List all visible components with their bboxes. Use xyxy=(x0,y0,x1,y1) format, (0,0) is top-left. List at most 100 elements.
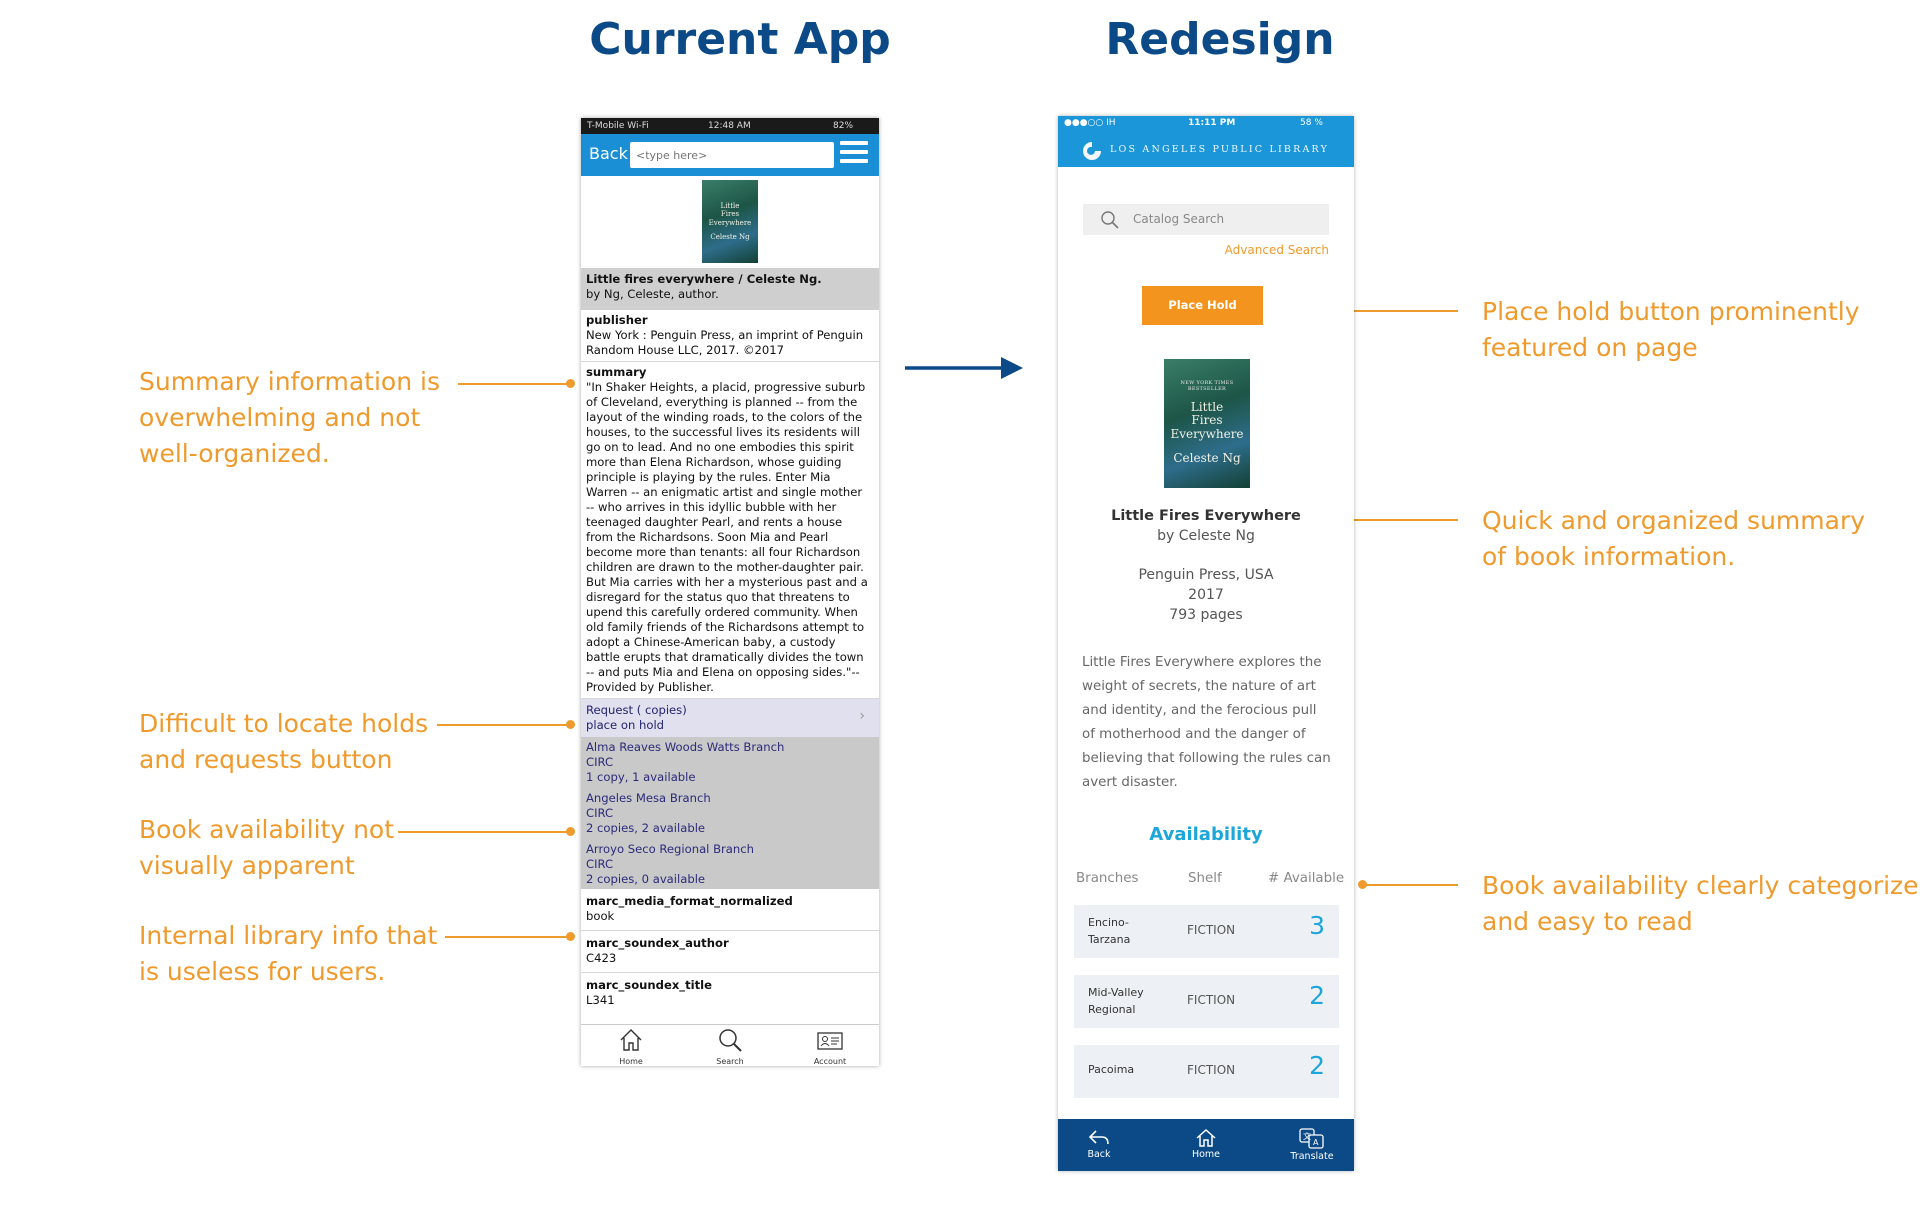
library-logo-icon xyxy=(1083,142,1101,160)
back-button[interactable]: Back xyxy=(589,144,628,163)
home-icon xyxy=(620,1029,642,1051)
availability-row[interactable]: Encino-Tarzana FICTION 3 xyxy=(1074,905,1339,958)
summary-line: of Cleveland, everything is planned -- f… xyxy=(586,395,858,409)
available-count: 3 xyxy=(1309,911,1325,940)
summary-line: Warren -- an enigmatic artist and single… xyxy=(586,485,863,499)
branch-availability: 2 copies, 0 available xyxy=(586,872,706,886)
column-header-available: # Available xyxy=(1268,871,1345,886)
summary-line: disregard for the status quo that threat… xyxy=(586,590,850,604)
footer-home-button[interactable]: Home xyxy=(1171,1128,1241,1160)
cover-text: Little xyxy=(720,202,740,211)
branch-name: Pacoima xyxy=(1088,1063,1135,1076)
leader-line xyxy=(445,936,567,938)
leader-dot xyxy=(566,827,575,836)
tab-account[interactable]: Account xyxy=(800,1027,860,1066)
home-icon xyxy=(1196,1128,1216,1147)
book-title: Little fires everywhere / Celeste Ng. xyxy=(586,272,822,286)
book-title: Little Fires Everywhere xyxy=(1111,508,1301,524)
tab-label: Account xyxy=(813,1057,847,1066)
column-header-shelf: Shelf xyxy=(1188,871,1222,886)
cover-text: Fires xyxy=(720,210,740,219)
leader-line xyxy=(458,383,567,385)
book-author: by Celeste Ng xyxy=(1157,528,1255,544)
publisher-text: New York : Penguin Press, an imprint of … xyxy=(586,328,864,342)
back-arrow-icon xyxy=(1088,1130,1109,1145)
leader-dot xyxy=(566,932,575,941)
leader-dot xyxy=(1358,880,1367,889)
carrier: T-Mobile Wi-Fi xyxy=(587,121,649,131)
summary-line: go on to lead. And no one embodies this … xyxy=(586,440,854,454)
chevron-right-icon: › xyxy=(859,708,865,724)
branch-name: Alma Reaves Woods Watts Branch xyxy=(586,740,785,754)
place-hold-button[interactable]: Place Hold xyxy=(1142,286,1263,325)
request-hold-button[interactable]: Request ( copies) place on hold › xyxy=(581,699,879,737)
availability-row[interactable]: Pacoima FICTION 2 xyxy=(1074,1045,1339,1098)
summary-line: adopt a Chinese-American baby, a custody xyxy=(586,635,836,649)
book-author: by Ng, Celeste, author. xyxy=(586,287,719,301)
translate-icon: 文A xyxy=(1299,1128,1324,1149)
status-bar: T-Mobile Wi-Fi 12:48 AM 82% xyxy=(581,118,879,134)
shelf: FICTION xyxy=(1187,993,1236,1007)
cover-area: Little Fires Everywhere Celeste Ng xyxy=(581,176,879,268)
marc-format-section: marc_media_format_normalized book xyxy=(581,889,879,931)
current-app-phone: T-Mobile Wi-Fi 12:48 AM 82% Back Little … xyxy=(581,118,879,1066)
library-name: LOS ANGELES PUBLIC LIBRARY xyxy=(1110,144,1330,155)
hamburger-menu-icon[interactable] xyxy=(840,141,868,167)
title-section: Little fires everywhere / Celeste Ng. by… xyxy=(581,268,879,310)
section-value: book xyxy=(586,909,615,923)
cover-text: Everywhere xyxy=(1170,427,1244,442)
footer-back-button[interactable]: Back xyxy=(1064,1128,1134,1160)
header-bar: ●●●○○ IH 11:11 PM 58 % LOS ANGELES PUBLI… xyxy=(1058,116,1354,167)
section-value: L341 xyxy=(586,993,615,1007)
branch-name: Arroyo Seco Regional Branch xyxy=(586,842,754,856)
catalog-search-input[interactable]: Catalog Search xyxy=(1083,204,1329,235)
summary-line: become more than tenants: all four Richa… xyxy=(586,545,861,559)
tab-home[interactable]: Home xyxy=(601,1027,661,1066)
cover-text: Little xyxy=(1190,399,1224,414)
summary-line: "In Shaker Heights, a placid, progressiv… xyxy=(586,380,866,394)
branch-item: Arroyo Seco Regional Branch CIRC 2 copie… xyxy=(586,842,874,887)
section-value: C423 xyxy=(586,951,617,965)
summary-line: battle erupts that dramatically divides … xyxy=(586,650,864,664)
arrow-right-icon xyxy=(905,357,1023,379)
summary-line: Provided by Publisher. xyxy=(586,680,714,694)
place-on-hold-link[interactable]: place on hold xyxy=(586,718,665,732)
summary-line: principle is playing by the rules. Enter… xyxy=(586,470,831,484)
branch-code: CIRC xyxy=(586,806,614,820)
heading-redesign: Redesign xyxy=(1105,14,1335,65)
available-count: 2 xyxy=(1309,981,1325,1010)
cover-text: NEW YORK TIMES BESTSELLER xyxy=(1180,380,1234,392)
tab-label: Search xyxy=(716,1057,744,1066)
publisher-section: publisher New York : Penguin Press, an i… xyxy=(581,310,879,362)
tab-label: Home xyxy=(619,1057,643,1066)
advanced-search-link[interactable]: Advanced Search xyxy=(1224,243,1329,257)
book-description: Little Fires Everywhere explores the wei… xyxy=(1082,655,1331,790)
redesign-phone: ●●●○○ IH 11:11 PM 58 % LOS ANGELES PUBLI… xyxy=(1058,116,1354,1171)
tab-search[interactable]: Search xyxy=(700,1027,760,1066)
request-label: Request ( copies) xyxy=(586,703,687,717)
book-publisher: Penguin Press, USA xyxy=(1138,567,1274,583)
clock: 12:48 AM xyxy=(708,121,751,131)
summary-line: layout of the winding roads, to the colo… xyxy=(586,410,863,424)
book-year: 2017 xyxy=(1188,587,1224,603)
section-label: marc_media_format_normalized xyxy=(586,894,793,908)
column-header-branches: Branches xyxy=(1076,871,1139,886)
search-icon xyxy=(1101,211,1119,229)
leader-line xyxy=(1320,519,1458,521)
footer-label: Translate xyxy=(1290,1151,1334,1162)
branch-availability: 1 copy, 1 available xyxy=(586,770,696,784)
summary-line: more than Elena Richardson, whose guidin… xyxy=(586,455,842,469)
book-pages: 793 pages xyxy=(1169,607,1243,623)
available-count: 2 xyxy=(1309,1051,1325,1080)
summary-line: But Mia carries with her a mysterious pa… xyxy=(586,575,868,589)
search-input[interactable] xyxy=(630,142,834,168)
summary-line: children are drawn to the mother-daughte… xyxy=(586,560,864,574)
summary-line: -- and puts Mia and Elena on opposing si… xyxy=(586,665,860,679)
